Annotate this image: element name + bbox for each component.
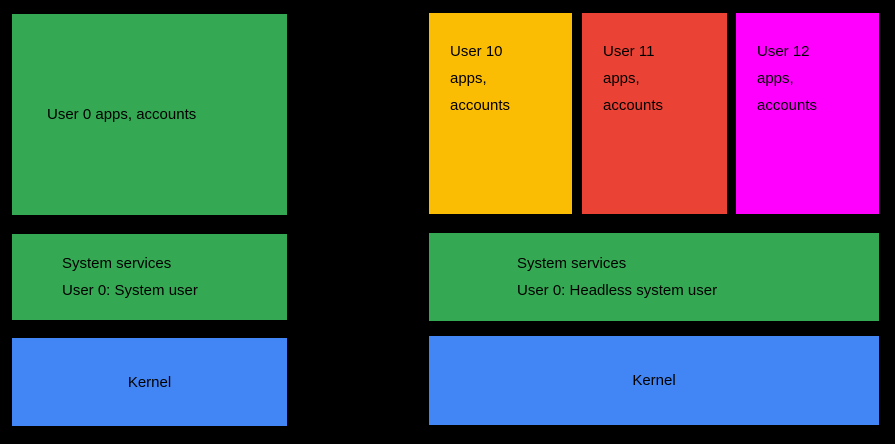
right-user10-line1: User 10 xyxy=(450,43,503,60)
right-system-services-box: System services User 0: Headless system … xyxy=(429,233,879,321)
right-user11-line1: User 11 xyxy=(603,43,655,60)
left-kernel-box: Kernel xyxy=(12,338,287,426)
right-user10-line3: accounts xyxy=(450,97,511,114)
right-user12-line2: apps, xyxy=(757,70,794,87)
left-system-services-line1: System services xyxy=(62,255,172,272)
left-system-services-box: System services User 0: System user xyxy=(12,234,287,320)
right-user12-line3: accounts xyxy=(757,97,818,114)
right-user10-apps-box: User 10 apps, accounts xyxy=(429,13,572,214)
left-system-services-line2: User 0: System user xyxy=(62,282,198,299)
right-user12-line1: User 12 xyxy=(757,43,810,60)
right-user12-apps-box: User 12 apps, accounts xyxy=(736,13,879,214)
left-user0-apps-label: User 0 apps, accounts xyxy=(47,106,197,123)
right-user10-line2: apps, xyxy=(450,70,487,87)
right-system-services-line1: System services xyxy=(517,255,627,272)
right-user11-line2: apps, xyxy=(603,70,640,87)
left-user0-apps-box: User 0 apps, accounts xyxy=(12,14,287,215)
right-kernel-box: Kernel xyxy=(429,336,879,425)
right-user11-apps-box: User 11 apps, accounts xyxy=(582,13,727,214)
left-kernel-label: Kernel xyxy=(127,373,172,391)
right-kernel-label: Kernel xyxy=(632,372,676,389)
right-system-services-line2: User 0: Headless system user xyxy=(517,282,718,299)
right-user11-line3: accounts xyxy=(603,97,664,114)
